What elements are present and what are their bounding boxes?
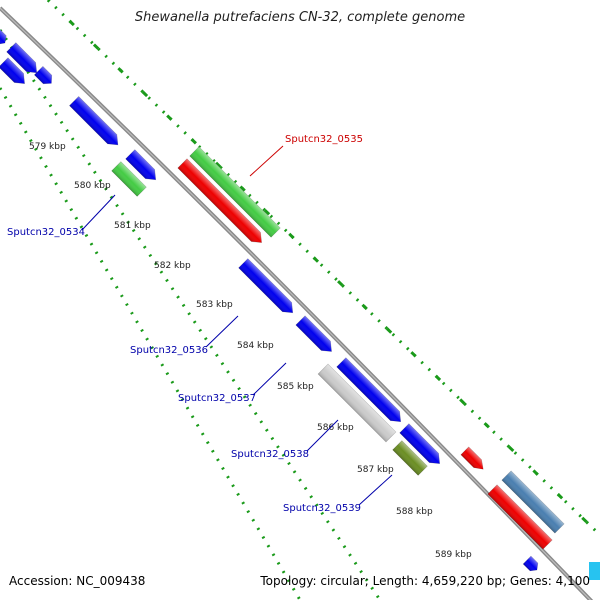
gene-0534 (111, 161, 147, 197)
gene-tl2 (6, 42, 38, 74)
map-title: Shewanella putrefaciens CN-32, complete … (134, 10, 466, 25)
gene-label-leader (252, 362, 287, 396)
tick-label: 589 kbp (435, 550, 472, 560)
gene-h (522, 555, 539, 572)
gene-label[interactable]: Sputcn32_0537 (178, 393, 256, 404)
gene-label-leader (358, 474, 393, 506)
gene-tl4 (33, 65, 53, 85)
topology-text: Topology: circular; Length: 4,659,220 bp… (260, 574, 590, 588)
tick-label: 585 kbp (277, 382, 314, 392)
tick-label: 587 kbp (357, 465, 394, 475)
gene-tl3 (0, 57, 25, 84)
gene-f (501, 470, 565, 534)
gene-label[interactable]: Sputcn32_0538 (231, 449, 309, 460)
gene-b (125, 149, 157, 181)
gene-g (487, 484, 553, 550)
gene-label[interactable]: Sputcn32_0539 (283, 503, 361, 514)
gene-label-leader (81, 194, 116, 231)
gene-label-leader (306, 419, 339, 452)
gene-0535-rev (177, 158, 262, 243)
tick-label: 588 kbp (396, 507, 433, 517)
genome-backbone-highlight (0, 7, 592, 600)
partial-feature (589, 562, 600, 580)
tick-label: 583 kbp (196, 300, 233, 310)
tick-label: 586 kbp (317, 423, 354, 433)
gene-0535 (189, 146, 281, 238)
accession-text: Accession: NC_009438 (9, 574, 146, 588)
gene-tl1 (0, 28, 7, 45)
gene-label[interactable]: Sputcn32_0534 (7, 227, 85, 238)
gene-e (460, 446, 484, 470)
tick-label: 582 kbp (154, 261, 191, 271)
gene-c (336, 357, 402, 423)
gene-label[interactable]: Sputcn32_0535 (285, 134, 363, 145)
tick-label: 580 kbp (74, 181, 111, 191)
gene-label-leader (249, 145, 284, 177)
gene-0537 (295, 315, 332, 352)
gene-d (399, 423, 441, 465)
gene-0536 (238, 258, 294, 314)
tick-label: 581 kbp (114, 221, 151, 231)
tick-label: 584 kbp (237, 341, 274, 351)
gene-label-leader (205, 315, 239, 348)
dotted-ring-1 (46, 0, 600, 537)
gene-a (69, 96, 119, 146)
dotted-ring-major (46, 0, 600, 537)
gene-0539 (392, 440, 428, 476)
dotted-ring-2 (0, 29, 382, 600)
gene-0538 (317, 363, 397, 443)
gene-label[interactable]: Sputcn32_0536 (130, 345, 208, 356)
tick-label: 579 kbp (29, 142, 66, 152)
